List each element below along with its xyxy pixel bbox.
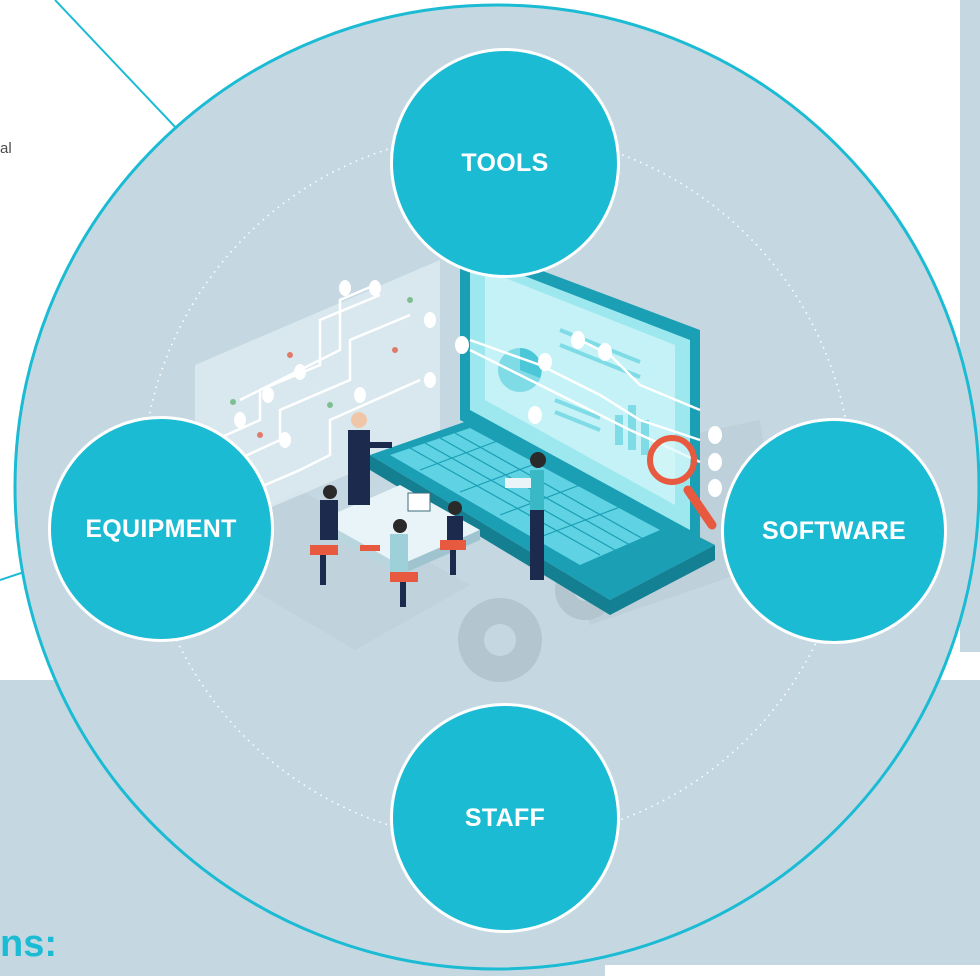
node-staff-label: STAFF (464, 803, 546, 832)
node-tools: TOOLS (390, 48, 620, 278)
node-tools-label: TOOLS (461, 148, 549, 177)
node-software: SOFTWARE (721, 418, 947, 644)
section-heading-fragment: ns: (0, 923, 57, 965)
bottom-white-strip (605, 965, 980, 976)
connector-line-top (54, 0, 179, 131)
illustration-group (185, 240, 780, 682)
node-equipment: EQUIPMENT (48, 416, 274, 642)
side-text-fragment: al (0, 140, 12, 157)
magnifier-icon (647, 435, 717, 530)
node-staff: STAFF (390, 703, 620, 933)
node-equipment-label: EQUIPMENT (85, 514, 237, 543)
node-software-label: SOFTWARE (761, 516, 907, 545)
office-team-icon (310, 412, 546, 607)
